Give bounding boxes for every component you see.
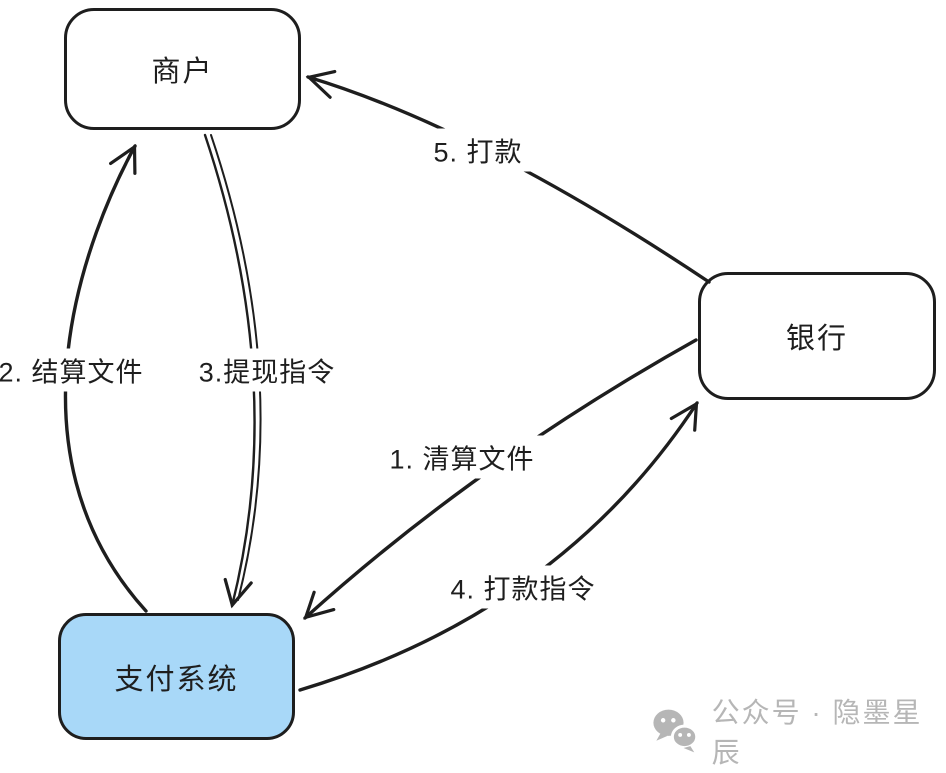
edge-label-settlement-file: 2. 结算文件 — [0, 348, 153, 392]
edge-label-payout-command: 4. 打款指令 — [441, 565, 605, 609]
wechat-icon — [653, 709, 699, 753]
node-bank-label: 银行 — [785, 323, 848, 355]
node-bank: 银行 — [698, 272, 936, 400]
node-payment-system: 支付系统 — [58, 613, 295, 740]
node-merchant: 商户 — [64, 8, 301, 130]
edge-label-withdrawal-command: 3.提现指令 — [189, 348, 345, 392]
watermark: 公众号 · 隐墨星辰 — [650, 691, 946, 771]
edge-label-clearing-file: 1. 清算文件 — [380, 435, 544, 479]
watermark-text: 公众号 · 隐墨星辰 — [711, 697, 923, 768]
edge-payout-line — [305, 69, 711, 284]
edge-label-payout: 5. 打款 — [424, 128, 532, 172]
node-payment-system-label: 支付系统 — [114, 663, 239, 696]
node-merchant-label: 商户 — [151, 56, 214, 88]
